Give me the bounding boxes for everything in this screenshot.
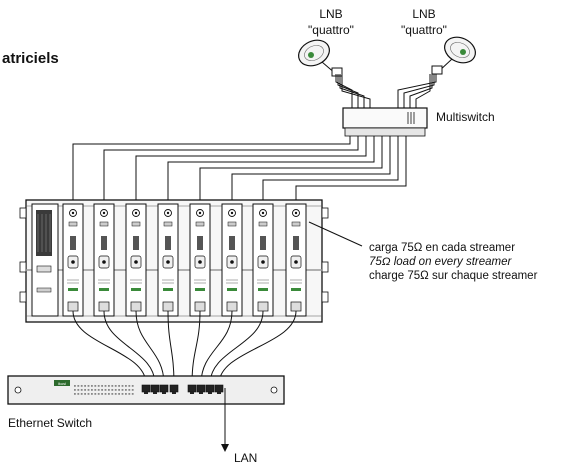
lnb-cable (409, 74, 433, 108)
streamer-module (221, 203, 243, 317)
streamer-cable (295, 136, 407, 206)
lnb-cable (341, 74, 371, 108)
streamer-module (62, 203, 84, 317)
streamer-module (252, 203, 274, 317)
lnb-cable (415, 74, 431, 108)
streamer-module (285, 203, 307, 317)
streamer-module (93, 203, 115, 317)
switch-port (205, 384, 215, 394)
streamer-module (157, 203, 179, 317)
streamer-cable (199, 136, 383, 206)
lnb-cable (337, 74, 359, 108)
multiswitch-label: Multiswitch (436, 110, 495, 124)
streamer-module (125, 203, 147, 317)
lnb-cable (403, 74, 435, 108)
streamer-cable (231, 136, 391, 206)
ethernet-cable (103, 310, 156, 385)
switch-led-grid (74, 385, 134, 395)
switch-port (159, 384, 169, 394)
switch-port (169, 384, 179, 394)
switch-port (150, 384, 160, 394)
lan-label: LAN (234, 451, 257, 465)
lnb-cables (335, 74, 437, 108)
lnb-left-label: LNB (319, 7, 342, 21)
switch-ports (141, 384, 224, 394)
streamer-cable (262, 136, 399, 206)
streamer-module (189, 203, 211, 317)
load-note-en: 75Ω load on every streamer (369, 256, 513, 268)
lnb-cable (335, 74, 353, 108)
satellite-dish-right (431, 36, 476, 75)
load-note-es: carga 75Ω en cada streamer (369, 242, 515, 254)
switch-port (187, 384, 197, 394)
multiswitch (342, 107, 428, 137)
switch-brand-logo: ikusi (58, 381, 66, 386)
satellite-dish-left (298, 39, 343, 77)
switch-port (214, 384, 224, 394)
streamer-cables (72, 136, 407, 206)
ethernet-switch: ikusi (7, 375, 285, 405)
ethernet-cable (200, 310, 233, 385)
ethernet-cable (218, 310, 297, 385)
lnb-right-label: LNB (412, 7, 435, 21)
lnb-cable (339, 74, 365, 108)
ethernet-cable (135, 310, 165, 385)
lnb-cable (397, 74, 437, 108)
ethernet-switch-label: Ethernet Switch (8, 416, 92, 430)
power-supply-module (31, 203, 59, 317)
ethernet-cable (209, 310, 264, 385)
switch-port (141, 384, 151, 394)
lnb-left-type: "quattro" (308, 23, 354, 37)
load-pointer-line (308, 221, 363, 247)
load-note-fr: charge 75Ω sur chaque streamer (369, 270, 538, 282)
streamer-cable (103, 136, 359, 206)
streamer-cable (135, 136, 367, 206)
ethernet-cable (72, 310, 147, 385)
streamer-cable (167, 136, 375, 206)
streamer-cable (72, 136, 351, 206)
lnb-right-type: "quattro" (401, 23, 447, 37)
page-heading: atriciels (2, 50, 59, 67)
switch-port (196, 384, 206, 394)
